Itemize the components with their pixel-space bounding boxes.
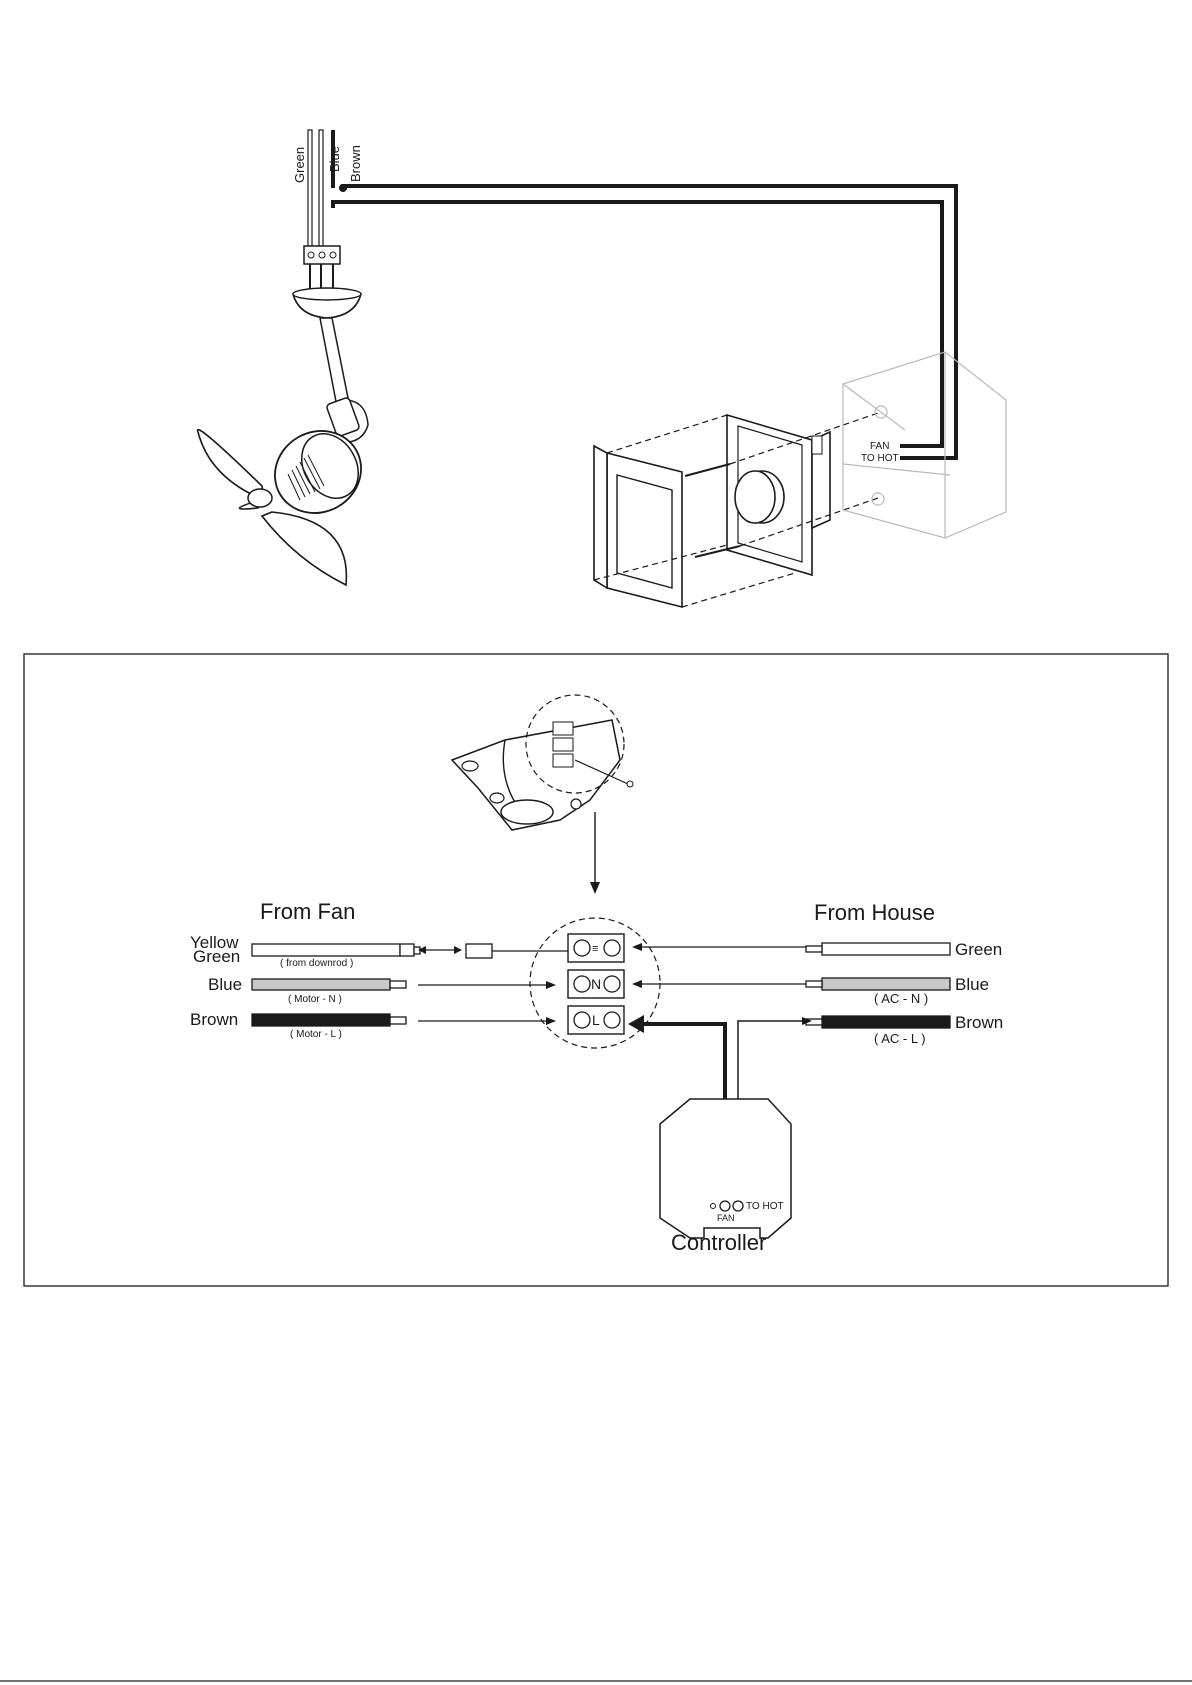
house-wire-brown: [806, 1016, 950, 1028]
house-wire-green: [806, 943, 950, 955]
fan-wire-label-blue-2: Blue: [208, 975, 242, 994]
from-fan-title: From Fan: [260, 899, 355, 924]
from-house-title: From House: [814, 900, 935, 925]
fan-wire-blue: [252, 979, 406, 990]
controller-terminal-fan: FAN: [717, 1213, 735, 1223]
controller-title: Controller: [671, 1230, 766, 1255]
wall-controller-assembly: [594, 352, 1006, 607]
terminal-symbol-neutral: N: [591, 976, 601, 992]
house-wire-label-green: Green: [955, 940, 1002, 959]
fan-wire-label-brown: Brown: [348, 145, 363, 182]
fan-wire-caption-downrod: ( from downrod ): [280, 958, 353, 969]
house-wire-label-blue: Blue: [955, 975, 989, 994]
fan-wire-brown: [252, 1014, 406, 1026]
fan-wire-caption-motor-l: ( Motor - L ): [290, 1029, 342, 1040]
terminal-symbol-line: L: [592, 1012, 600, 1028]
fan-wire-label-blue: Blue: [327, 146, 342, 172]
controller-terminal-to-hot: TO HOT: [746, 1201, 784, 1212]
fan-wire-caption-motor-n: ( Motor - N ): [288, 994, 342, 1005]
fan-wire-label-brown-2: Brown: [190, 1010, 238, 1029]
house-wire-run: [333, 184, 956, 458]
fan-wire-yellow-green: [252, 944, 420, 956]
wall-fan-illustration: [198, 288, 377, 585]
house-wire-caption-ac-l: ( AC - L ): [874, 1031, 926, 1046]
mounting-bracket-illustration: [452, 695, 633, 830]
wall-box-label-fan: FAN: [870, 441, 889, 452]
wall-box-label-to-hot: TO HOT: [861, 453, 899, 464]
house-wire-caption-ac-n: ( AC - N ): [874, 991, 928, 1006]
fan-terminal-block: [304, 246, 340, 290]
house-wire-blue: [806, 978, 950, 990]
top-installation-diagram: Green Blue Brown: [198, 130, 1006, 607]
fan-to-terminal-arrows: [418, 944, 568, 1025]
arrow-to-terminal-block: [590, 812, 600, 894]
terminal-symbol-ground: ≡: [592, 943, 598, 955]
house-wire-label-brown: Brown: [955, 1013, 1003, 1032]
fan-wire-label-green-2: Green: [193, 947, 240, 966]
fan-wire-label-green: Green: [292, 147, 307, 183]
